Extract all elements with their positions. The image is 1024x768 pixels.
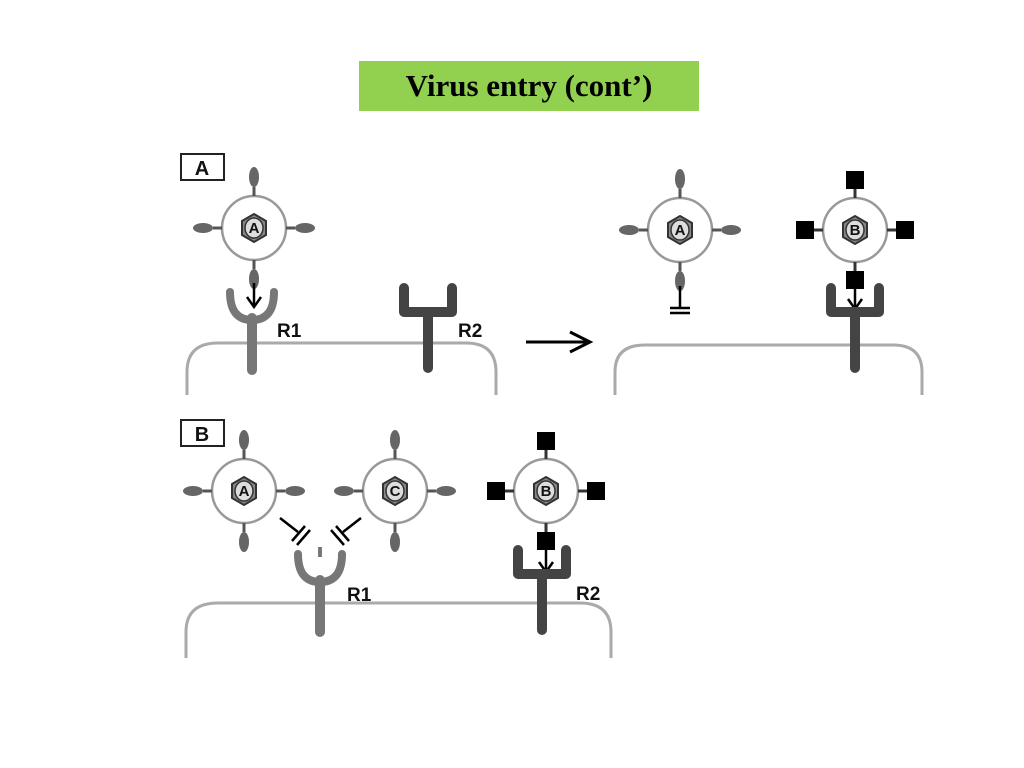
virus-a-panel-b-label: A <box>239 483 250 500</box>
blocked-binding-icon <box>670 286 690 315</box>
virus-b: B <box>794 169 916 291</box>
virus-a-blocked: A <box>617 167 743 293</box>
inhibition-c-icon <box>330 517 362 546</box>
binding-arrow-panel-b-icon <box>537 546 555 574</box>
cell-membrane-b <box>184 601 613 658</box>
receptor-r2-label: R2 <box>458 321 482 342</box>
receptor-r2 <box>404 288 452 368</box>
receptor-r1-panel-b-label: R1 <box>347 585 372 606</box>
receptor-r2-panel-b-label: R2 <box>576 584 600 605</box>
cell-membrane-a-right <box>613 343 924 395</box>
panel-b: B A C <box>180 419 613 658</box>
virus-b-panel-b: B <box>485 430 607 552</box>
panel-a-label: A <box>195 158 209 180</box>
panel-a-label-box <box>180 153 225 181</box>
virus-a: A <box>191 165 317 291</box>
slide-title: Virus entry (cont’) <box>405 68 653 103</box>
transition-arrow-icon <box>526 330 594 354</box>
inhibition-a-icon <box>279 517 311 546</box>
receptor-r1-label: R1 <box>277 321 302 342</box>
cell-membrane-a-left <box>185 341 498 395</box>
virus-b-panel-b-label: B <box>541 483 552 500</box>
virus-a-blocked-label: A <box>675 222 686 239</box>
virus-b-label: B <box>850 222 861 239</box>
panel-b-label-box <box>180 419 225 447</box>
virus-a-panel-b: A <box>181 428 307 554</box>
slide-title-box: Virus entry (cont’) <box>359 61 699 111</box>
panel-b-label: B <box>195 424 209 446</box>
panel-a: A A R1 R2 <box>180 153 924 395</box>
binding-arrow-icon <box>245 281 263 309</box>
receptor-r2-panel-b <box>518 550 566 630</box>
virus-a-label: A <box>249 220 260 237</box>
virus-c-label: C <box>390 483 401 500</box>
receptor-r1-panel-b <box>298 554 342 632</box>
virus-c: C <box>332 428 458 554</box>
